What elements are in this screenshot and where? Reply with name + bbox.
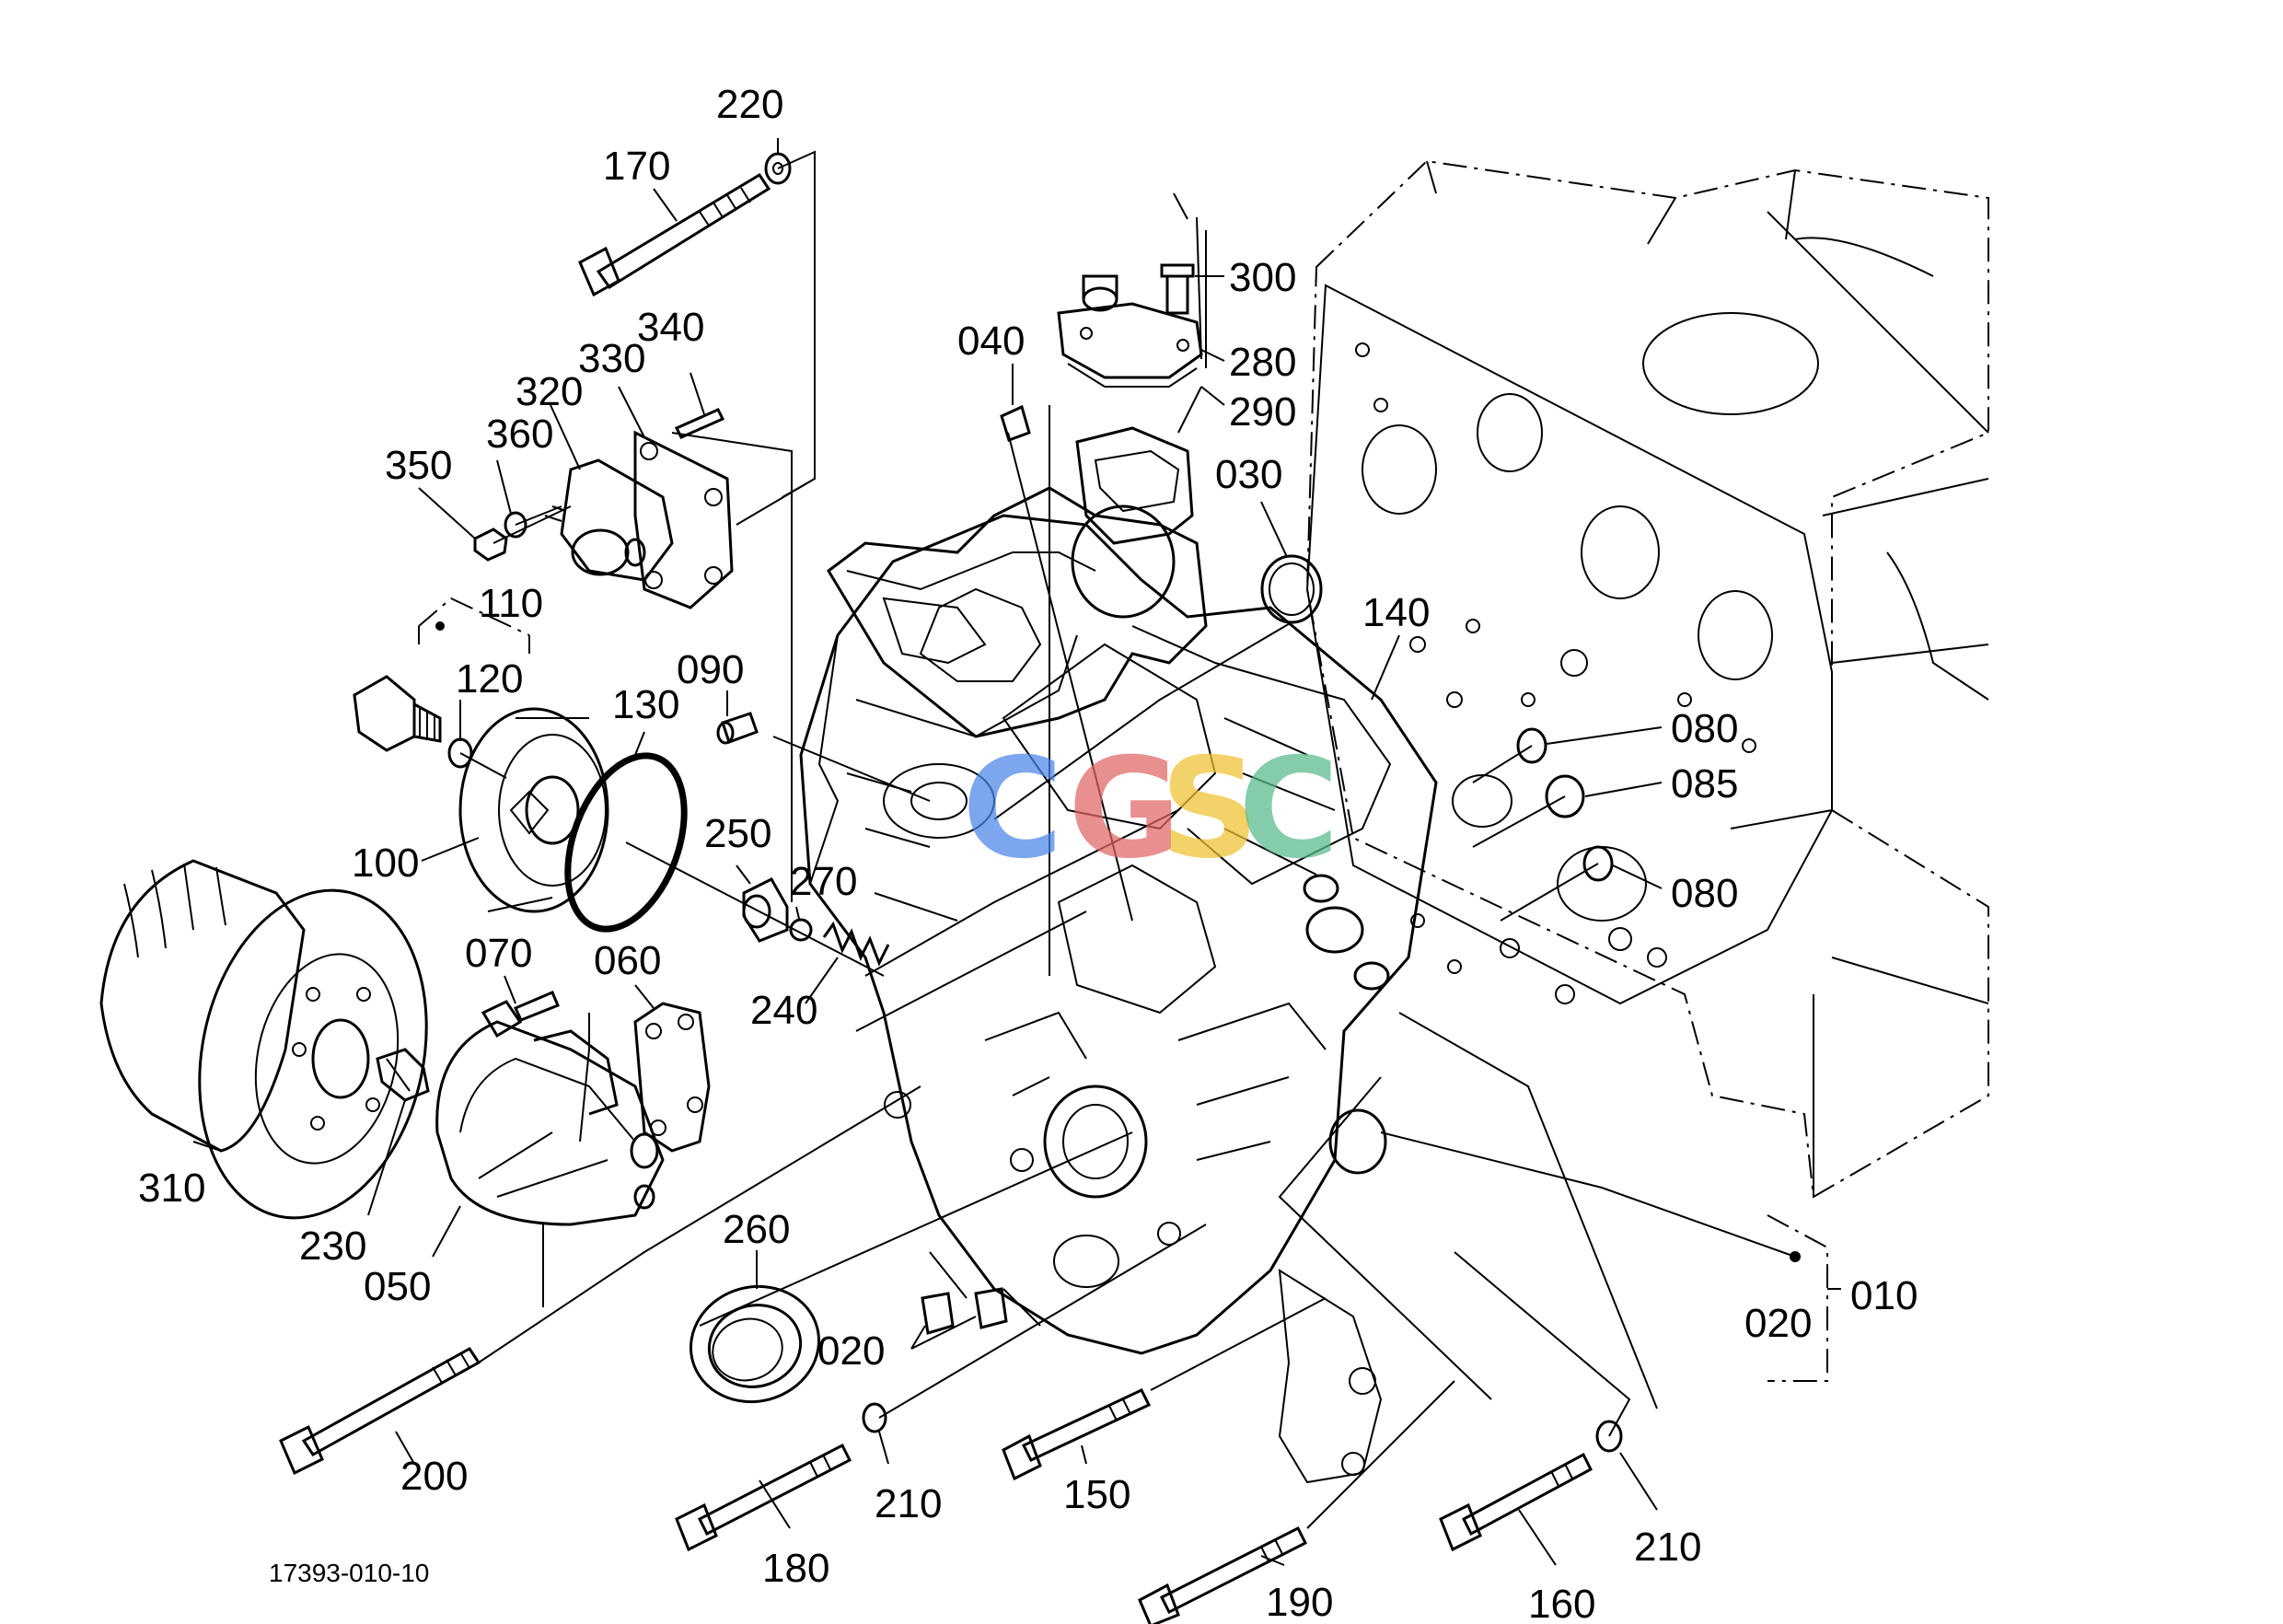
callout-leaders [192,138,1663,1566]
callout-340: 340 [637,305,704,350]
gear-case-cover [799,505,1438,1484]
diagram-reference: 17393-010-10 [269,1559,429,1587]
spring-240 [822,921,890,967]
callout-070: 070 [465,931,532,976]
bolt-300 [1160,263,1195,315]
engine-block [1305,159,1989,1199]
watermark: C G S C [962,729,1339,889]
pin-040 [1000,404,1031,442]
stud-340 [674,408,725,439]
callout-060: 060 [594,938,661,983]
callout-280: 280 [1229,340,1296,385]
callout-220: 220 [716,82,783,127]
filter-bracket-100 [458,707,609,913]
nipple-230 [376,1048,430,1102]
ball-270 [789,918,813,942]
nut-350 [473,528,508,562]
callout-150: 150 [1063,1472,1130,1517]
bracket-010 [1767,1214,1841,1382]
leader-lines [459,150,1796,1529]
callout-300: 300 [1229,255,1296,300]
washer-210-left [862,1402,887,1433]
callout-010: 010 [1850,1273,1918,1318]
callout-020-right: 020 [1744,1301,1812,1346]
callout-140: 140 [1362,590,1430,635]
callout-020-left: 020 [817,1328,885,1374]
callout-250: 250 [704,811,771,856]
housing-050 [435,1020,665,1226]
callout-030: 030 [1215,452,1282,497]
callout-290: 290 [1229,389,1296,435]
callout-180: 180 [762,1546,829,1591]
fuel-pump-320 [544,458,674,582]
callout-350: 350 [385,443,452,488]
o-ring-080-upper [1516,727,1547,764]
callout-260: 260 [723,1207,790,1252]
callout-320: 320 [516,369,583,414]
callout-080-lower: 080 [1671,871,1738,916]
bolt-170 [578,172,771,297]
o-ring-080-lower [1582,845,1614,882]
callout-270: 270 [790,859,857,904]
callout-310: 310 [138,1166,205,1211]
bolt-180 [675,1443,852,1552]
callout-050: 050 [364,1264,431,1309]
callout-210-left: 210 [875,1481,942,1526]
callout-200: 200 [400,1454,468,1499]
oil-seal-260 [690,1284,820,1404]
bolt-070 [481,991,560,1038]
gasket-060 [633,1002,711,1153]
gasket-330 [633,430,734,609]
callout-085: 085 [1671,761,1738,806]
callout-080-upper: 080 [1671,706,1738,751]
bolt-150 [1002,1388,1152,1481]
oil-filter-310 [99,859,428,1220]
callout-labels: 220 170 300 280 290 040 340 330 320 360 … [138,82,1918,1624]
callout-170: 170 [603,144,670,189]
callout-090: 090 [677,647,744,692]
callout-100: 100 [352,841,419,886]
callout-210-right: 210 [1634,1525,1701,1570]
watermark-letter-c2: C [1238,729,1339,889]
pin-090 [716,712,759,745]
washer-360 [504,511,527,539]
bracket-110 [418,597,530,654]
callout-230: 230 [299,1224,366,1269]
valve-250 [742,877,789,943]
o-ring-085 [1545,774,1585,818]
callout-160: 160 [1528,1582,1595,1624]
upper-housing [827,426,1208,738]
bolt-160 [1439,1452,1593,1552]
plug-020-pair [921,1287,1008,1335]
o-ring-130 [564,752,688,933]
thermostat-cover-280 [1057,274,1203,388]
callout-240: 240 [750,988,817,1033]
watermark-letter-c1: C [962,729,1063,889]
callout-110: 110 [479,581,543,626]
o-ring-030 [1260,554,1323,624]
callout-190: 190 [1266,1580,1333,1624]
callout-120: 120 [456,656,523,702]
block-face-gasket [1305,284,1833,1005]
callout-130: 130 [612,682,679,727]
plug-110 [353,675,442,752]
callout-360: 360 [486,412,553,457]
callout-040: 040 [957,319,1025,364]
watermark-letter-s: S [1160,729,1259,889]
callout-330: 330 [578,336,645,381]
washer-210-right [1595,1420,1623,1453]
watermark-letter-g: G [1068,729,1181,889]
bolt-190 [1138,1525,1308,1624]
